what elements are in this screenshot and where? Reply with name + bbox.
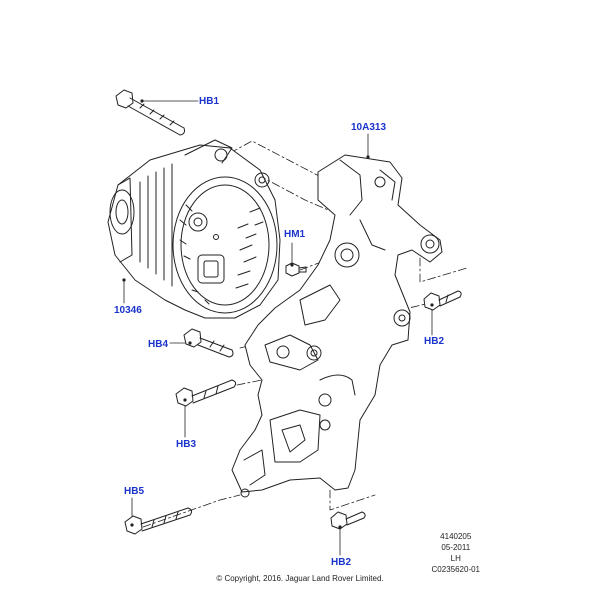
callout-hm1[interactable]: HM1 [284,229,306,240]
callout-hb2-upper[interactable]: HB2 [424,336,445,347]
leader-lines [123,100,433,556]
callout-10a313[interactable]: 10A313 [351,122,387,133]
copyright-notice: © Copyright, 2016. Jaguar Land Rover Lim… [216,574,384,583]
bolt-hb4 [183,328,234,358]
leader-dots [122,99,434,529]
bolt-hb2-lower [330,511,366,530]
drawing-date: 05-2011 [441,543,471,552]
callout-10346[interactable]: 10346 [114,305,142,316]
callout-hb5[interactable]: HB5 [124,486,145,497]
bolt-hb1 [115,89,185,136]
bolt-hb3 [175,379,237,407]
stud-hm1 [285,262,307,277]
bracket-10a313 [231,154,443,498]
callout-hb4[interactable]: HB4 [148,339,169,350]
drawing-ref: C0235620-01 [431,565,480,574]
callout-hb3[interactable]: HB3 [176,439,197,450]
callout-hb2-lower[interactable]: HB2 [331,557,352,568]
bolt-hb2-upper [423,290,462,311]
callout-hb1[interactable]: HB1 [199,96,220,107]
alternator-10346 [107,139,281,319]
bolt-hb5 [124,507,193,535]
drawing-code: 4140205 [440,532,472,541]
drawing-metadata: 4140205 05-2011 LH C0235620-01 [432,531,480,575]
drawing-side: LH [450,554,461,563]
